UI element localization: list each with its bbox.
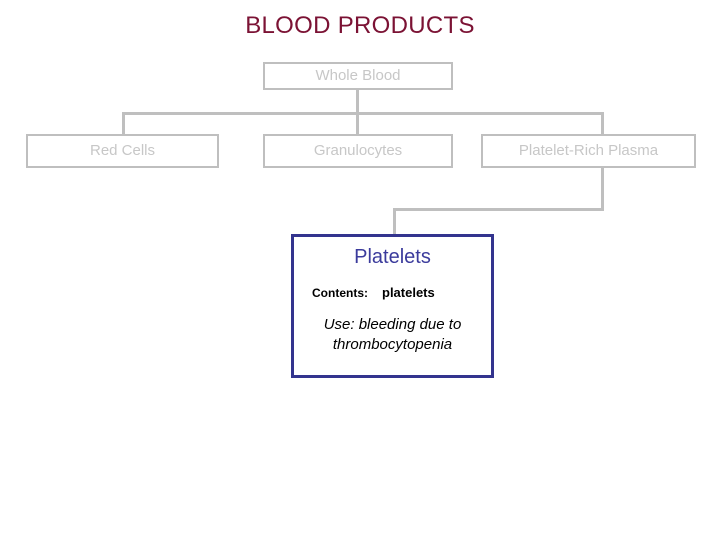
node-platelet-rich-plasma-label: Platelet-Rich Plasma bbox=[518, 141, 659, 159]
connector-horizontal-bus bbox=[122, 112, 604, 115]
connector-drop-platelet-rich-plasma bbox=[601, 112, 604, 135]
platelets-contents-value: platelets bbox=[382, 285, 435, 300]
connector-elbow-horizontal bbox=[393, 208, 604, 211]
node-whole-blood-label: Whole Blood bbox=[315, 66, 401, 84]
platelets-contents-row: Contents: platelets bbox=[294, 285, 491, 300]
node-granulocytes[interactable]: Granulocytes bbox=[263, 134, 453, 168]
node-red-cells[interactable]: Red Cells bbox=[26, 134, 219, 168]
connector-prp-down bbox=[601, 167, 604, 211]
connector-drop-granulocytes bbox=[356, 112, 359, 135]
platelets-use-text: Use: bleeding due to thrombocytopenia bbox=[323, 316, 462, 354]
node-whole-blood[interactable]: Whole Blood bbox=[263, 62, 453, 90]
node-platelet-rich-plasma[interactable]: Platelet-Rich Plasma bbox=[481, 134, 696, 168]
page-title: BLOOD PRODUCTS bbox=[245, 12, 475, 39]
node-platelets-card[interactable]: Platelets Contents: platelets Use: bleed… bbox=[291, 234, 494, 378]
platelets-heading: Platelets bbox=[354, 246, 431, 268]
node-granulocytes-label: Granulocytes bbox=[313, 141, 403, 159]
connector-drop-red-cells bbox=[122, 112, 125, 135]
connector-whole-blood-down bbox=[356, 89, 359, 114]
connector-elbow-to-platelets bbox=[393, 208, 396, 236]
node-red-cells-label: Red Cells bbox=[89, 141, 156, 159]
platelets-contents-label: Contents: bbox=[312, 286, 368, 300]
